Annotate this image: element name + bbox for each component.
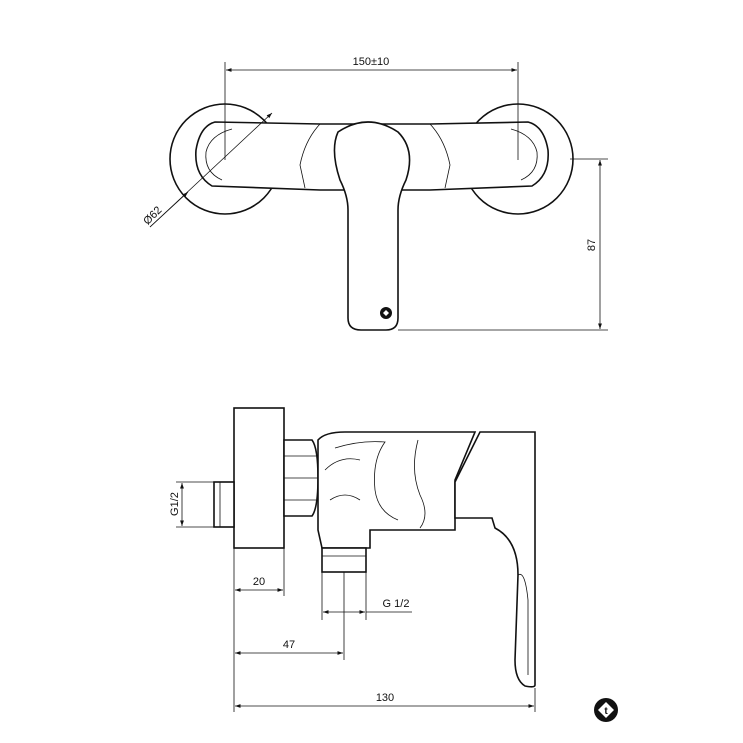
- dim-wall-depth-label: 20: [253, 576, 265, 588]
- inlet-pipe: [213, 481, 235, 528]
- outlet-pipe: [321, 547, 367, 573]
- dim-width-label: 150±10: [353, 56, 390, 68]
- mixer-body-side: [317, 431, 477, 549]
- dim-diameter-label: Ø62: [141, 204, 164, 227]
- brand-logo-icon: t: [594, 698, 618, 722]
- svg-text:t: t: [604, 706, 608, 717]
- wall-escutcheon: [233, 407, 285, 549]
- dim-outlet-thread-label: G 1/2: [383, 598, 410, 610]
- handle-top: [333, 121, 411, 331]
- top-view: 150±10 Ø62 87: [141, 56, 608, 331]
- handle-side: [454, 431, 536, 688]
- side-view: G1/2 20 G 1/2 47 130: [169, 407, 536, 712]
- dim-total-depth-label: 130: [376, 692, 394, 704]
- dim-height-label: 87: [586, 239, 598, 251]
- dim-inlet-thread-label: G1/2: [169, 492, 181, 516]
- dim-outlet-offset-label: 47: [283, 639, 295, 651]
- handle-logo-icon: [380, 307, 392, 319]
